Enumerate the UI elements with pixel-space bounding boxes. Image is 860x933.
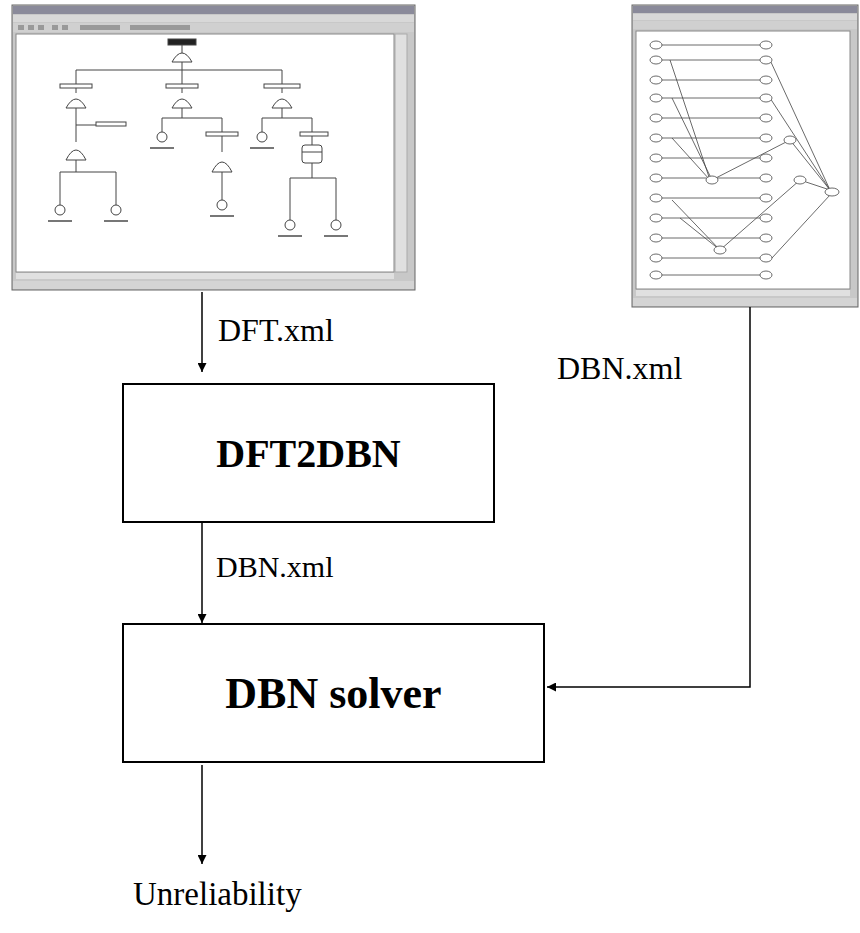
input-arrow — [547, 307, 750, 687]
dbn-editor-screenshot — [632, 5, 858, 307]
flow-arrow — [201, 523, 203, 623]
file-label: DBN.xml — [557, 350, 682, 387]
file-label: DFT.xml — [218, 312, 334, 349]
process-box: DBN solver — [122, 623, 545, 763]
output-arrow — [201, 765, 203, 864]
box-title: DBN solver — [213, 668, 453, 719]
input-arrow — [201, 292, 203, 372]
file-label: DBN.xml — [216, 550, 334, 585]
box-title: DFT2DBN — [204, 430, 412, 477]
process-box: DFT2DBN — [122, 383, 495, 523]
output-label: Unreliability — [133, 876, 302, 914]
dft-editor-screenshot — [12, 5, 415, 290]
